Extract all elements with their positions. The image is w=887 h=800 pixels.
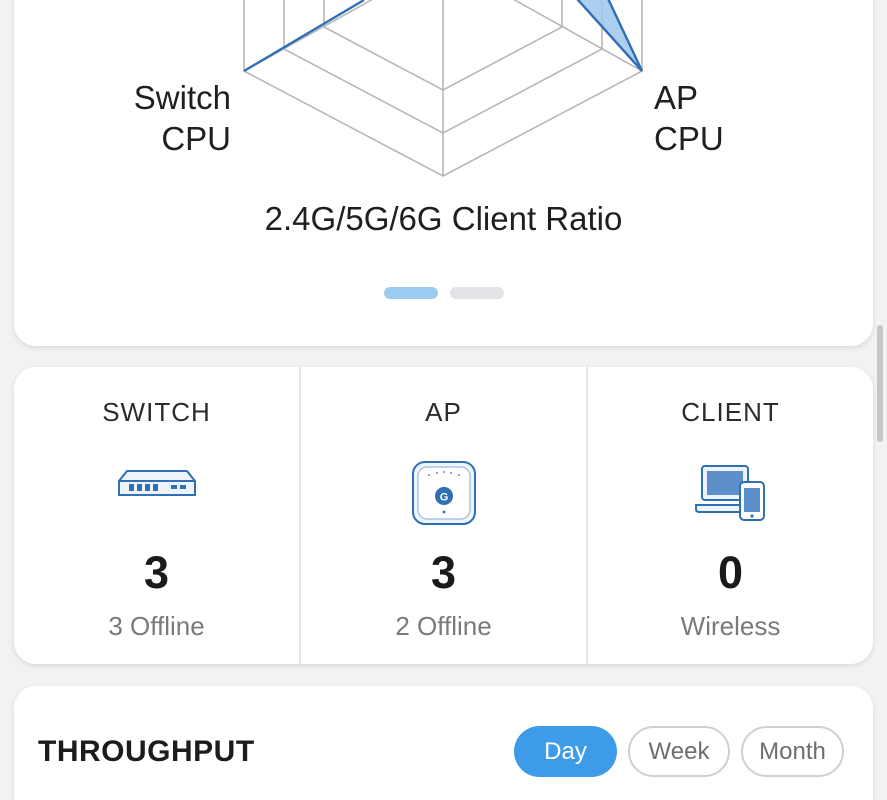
radar-chart: [243, 0, 644, 177]
radar-label-switch-cpu: Switch CPU: [133, 79, 231, 157]
switch-icon: [117, 463, 197, 508]
radar-label-client-ratio: 2.4G/5G/6G Client Ratio: [264, 200, 623, 237]
health-radar-card[interactable]: Switch CPU AP CPU 2.4G/5G/6G Client Rati…: [14, 0, 873, 346]
radar-axis: [513, 0, 643, 72]
device-summary-card: SWITCH 3 3 Offline AP: [14, 367, 873, 664]
svg-text:G: G: [439, 492, 448, 504]
page-dot-active[interactable]: [384, 287, 438, 299]
radar-axis: [243, 0, 373, 72]
client-devices-icon: [694, 463, 768, 528]
stat-title: CLIENT: [681, 397, 780, 427]
stat-title: AP: [425, 397, 462, 427]
ap-stat[interactable]: AP G 3 2 Offline: [299, 367, 586, 664]
page-dot[interactable]: [450, 287, 504, 299]
radar-data-area: [576, 0, 644, 72]
switch-stat[interactable]: SWITCH 3 3 Offline: [14, 367, 299, 664]
ap-offline: 2 Offline: [395, 611, 492, 641]
throughput-title: THROUGHPUT: [38, 735, 255, 768]
client-type: Wireless: [680, 611, 781, 641]
radar-label-ap-cpu: AP CPU: [654, 79, 724, 157]
switch-offline: 3 Offline: [108, 611, 205, 641]
range-day-button[interactable]: Day: [514, 726, 617, 777]
switch-count: 3: [143, 547, 170, 598]
ap-count: 3: [430, 547, 457, 598]
stat-title: SWITCH: [102, 397, 211, 427]
access-point-icon: G: [411, 461, 477, 531]
client-stat[interactable]: CLIENT 0 Wireless: [586, 367, 873, 664]
scrollbar[interactable]: [877, 325, 883, 442]
client-count: 0: [717, 547, 744, 598]
throughput-card: THROUGHPUT: [14, 686, 873, 800]
page-indicator: [384, 287, 504, 299]
radar-data-line: [243, 0, 365, 73]
range-month-button[interactable]: Month: [741, 726, 844, 777]
range-week-button[interactable]: Week: [628, 726, 730, 777]
